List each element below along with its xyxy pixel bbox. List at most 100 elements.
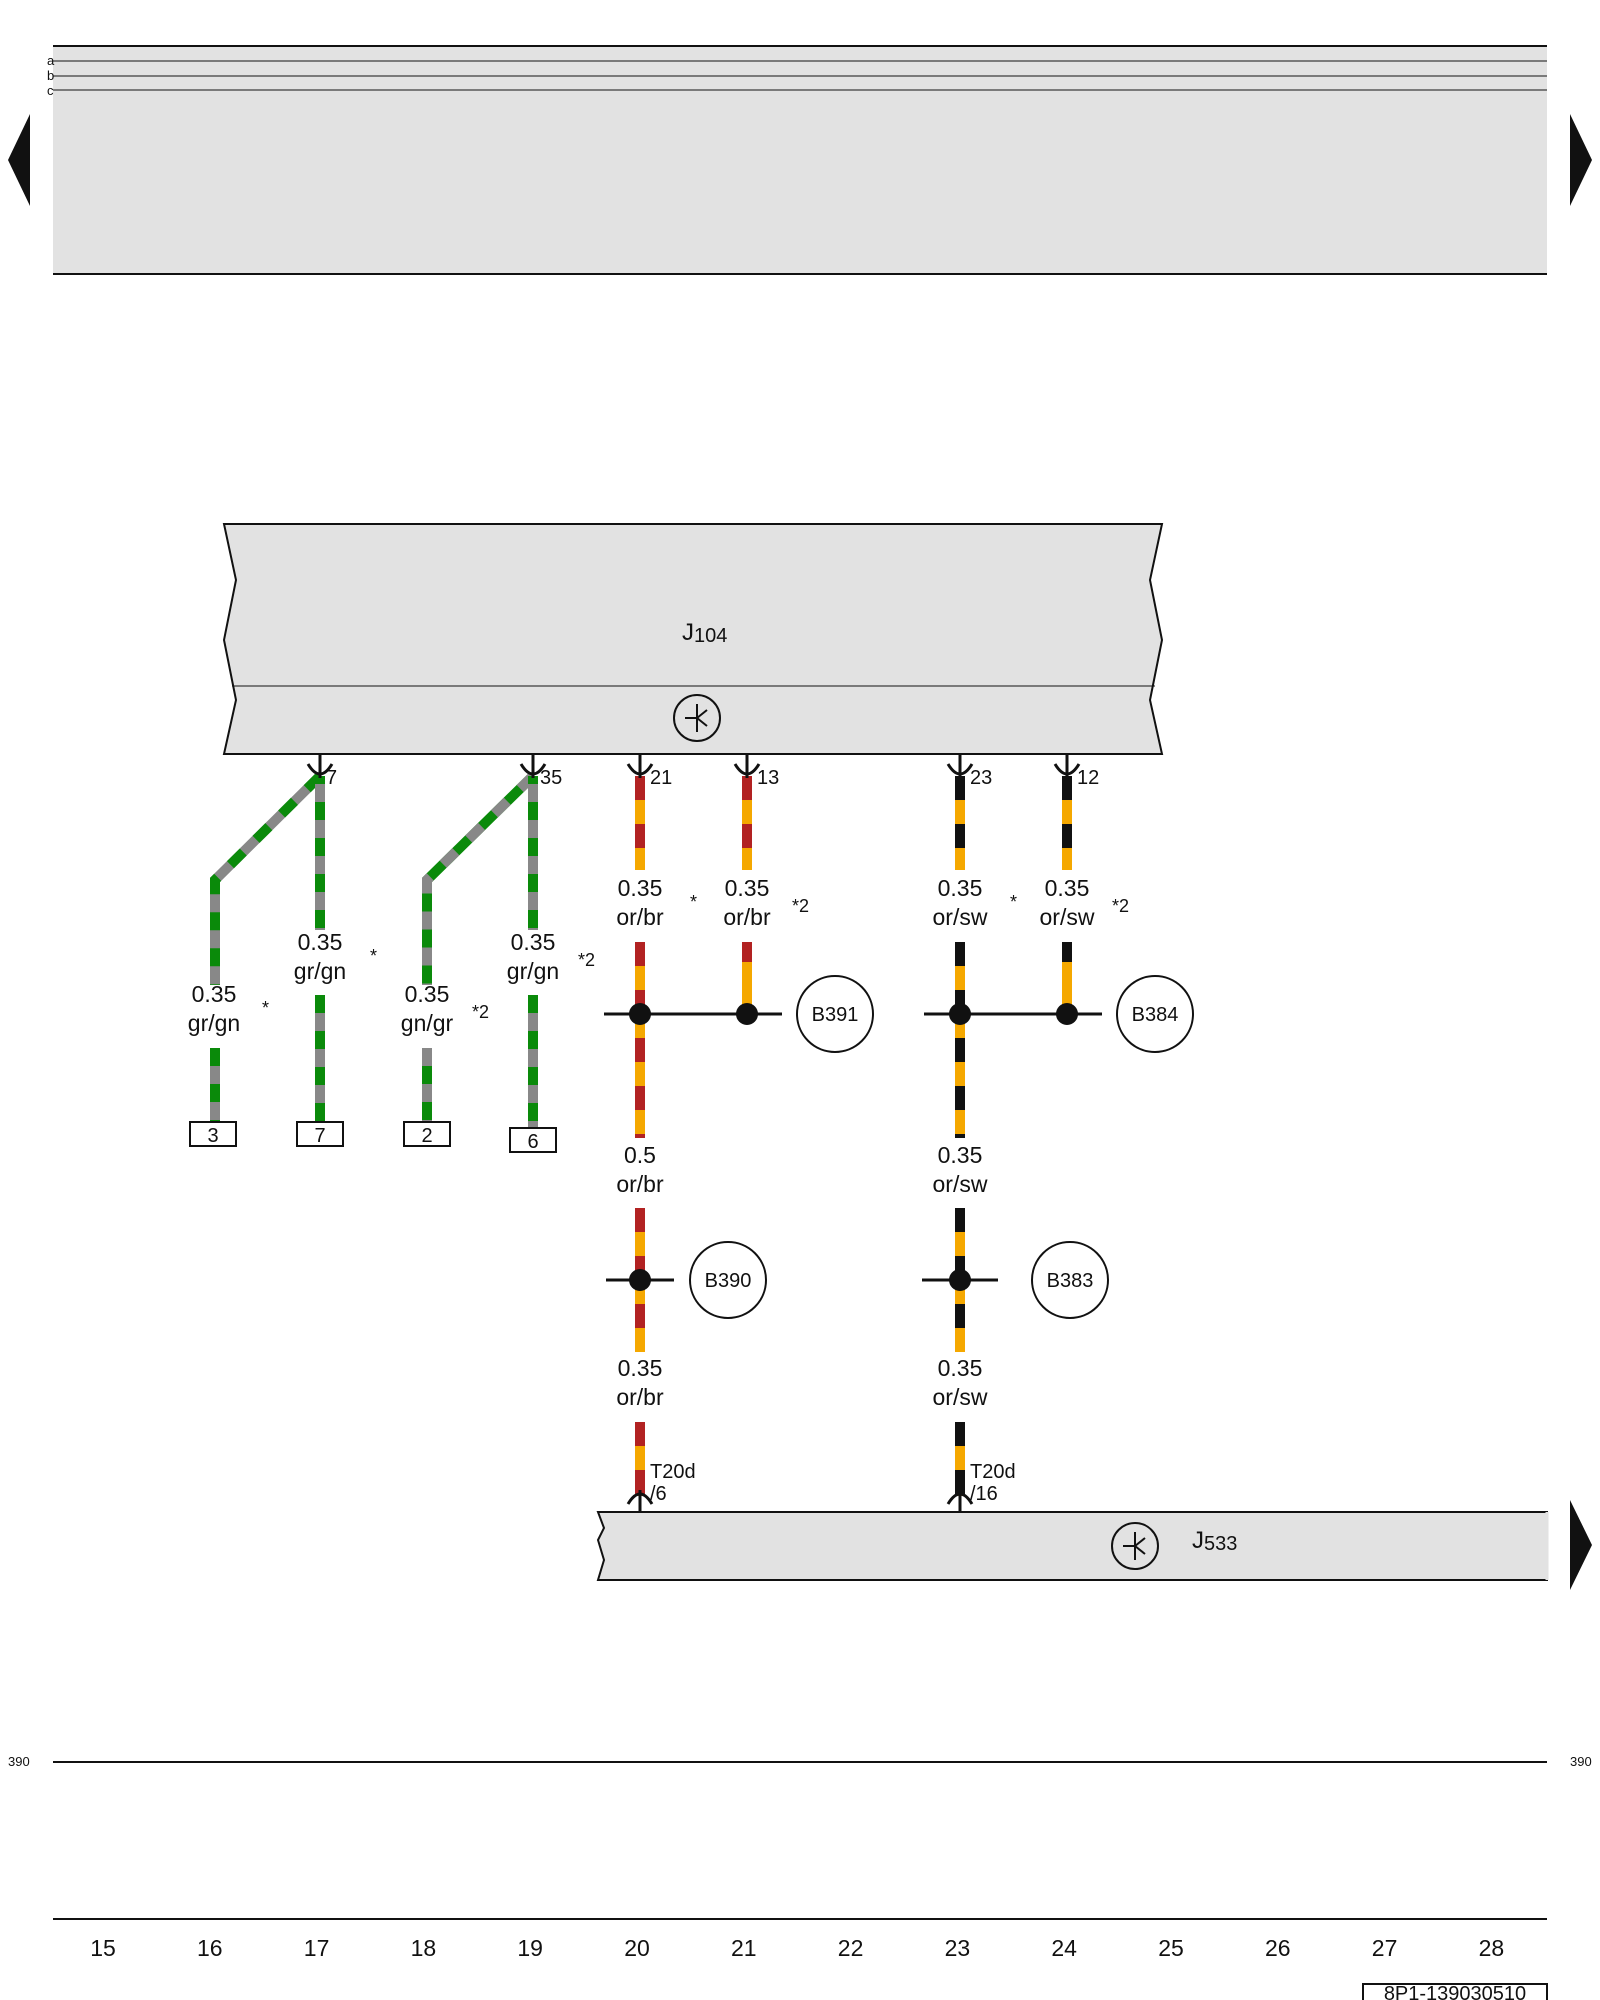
footnote-marker: * — [370, 946, 377, 966]
wire-label-size: 0.35 — [938, 1355, 983, 1381]
header-panel — [53, 46, 1547, 274]
column-number: 20 — [624, 1935, 650, 1961]
footnote-marker: * — [690, 892, 697, 912]
j533-pins: T20d /6 T20d /16 — [626, 1461, 1016, 1512]
pin-label-12: 12 — [1077, 767, 1099, 789]
wire-group-grgn — [210, 772, 538, 1128]
splice-b391[interactable]: B391 — [604, 975, 874, 1053]
splice-b390[interactable]: B390 — [606, 1241, 767, 1319]
connector-boxes: 3 7 2 6 — [189, 1121, 557, 1153]
pin-label-21: 21 — [650, 767, 672, 789]
wire-label-size: 0.35 — [1045, 875, 1090, 901]
connector-7[interactable]: 7 — [296, 1121, 344, 1147]
connector-label: 7 — [314, 1125, 325, 1147]
wire-label-color: gr/gn — [188, 1010, 240, 1036]
column-number: 16 — [197, 1935, 223, 1961]
pin-label-t20d-16-line1: T20d — [970, 1461, 1016, 1483]
pin-symbol-icon — [1053, 754, 1081, 778]
wire-label-color: or/sw — [1040, 904, 1095, 930]
wire-label-size: 0.35 — [298, 929, 343, 955]
pin-symbol-icon — [946, 1490, 974, 1512]
wire-label-color: or/br — [616, 1384, 664, 1410]
wire-label-color: gn/gr — [401, 1010, 454, 1036]
splice-junction-dot — [949, 1003, 971, 1025]
splice-badge — [689, 1241, 767, 1319]
wire-label-size: 0.35 — [725, 875, 770, 901]
splice-label: B391 — [812, 1004, 859, 1026]
column-number: 26 — [1265, 1935, 1291, 1961]
wire-labels: 0.35 gr/gn 0.35 gr/gn 0.35 gn/gr 0.35 gr… — [188, 875, 1095, 1410]
j533-gateway[interactable]: J533 — [596, 1511, 1549, 1581]
column-number: 25 — [1158, 1935, 1184, 1961]
wire-label-color: gr/gn — [507, 958, 559, 984]
splice-junction-dot — [1056, 1003, 1078, 1025]
can-bus-icon — [673, 694, 721, 742]
pin-label-t20d-6-line1: T20d — [650, 1461, 696, 1483]
splice-junction-dot — [629, 1269, 651, 1291]
wire-label-size: 0.35 — [192, 981, 237, 1007]
j533-box — [596, 1511, 1548, 1581]
wire-label-size: 0.35 — [618, 875, 663, 901]
wire-gngr-pin35-to-2-stripe — [422, 772, 537, 985]
wire-label-color: or/sw — [933, 904, 988, 930]
wire-label-color: or/br — [723, 904, 771, 930]
wire-label-size: 0.35 — [511, 929, 556, 955]
pin-symbol-icon — [626, 1490, 654, 1512]
wire-label-size: 0.35 — [405, 981, 450, 1007]
splice-badge — [1031, 1241, 1109, 1319]
continue-right-arrow-icon[interactable] — [1570, 1500, 1592, 1590]
wire-label-color: or/sw — [933, 1171, 988, 1197]
track-label-a: a — [47, 53, 55, 68]
splice-badge — [796, 975, 874, 1053]
wire-label-size: 0.35 — [938, 1142, 983, 1168]
connector-6[interactable]: 6 — [509, 1127, 557, 1153]
column-number: 24 — [1051, 1935, 1077, 1961]
column-number: 17 — [304, 1935, 330, 1961]
splice-b384[interactable]: B384 — [924, 975, 1194, 1053]
wire-label-color: gr/gn — [294, 958, 346, 984]
column-number: 21 — [731, 1935, 757, 1961]
footer-code: 8P1-139030510 — [1384, 1983, 1526, 2000]
column-number: 15 — [90, 1935, 116, 1961]
next-page-arrow-icon[interactable] — [1570, 114, 1592, 206]
pin-symbol-icon — [946, 754, 974, 778]
track-label-c: c — [47, 83, 54, 98]
j104-pins: 7 35 21 13 23 12 — [306, 754, 1099, 789]
footer-code-box — [1362, 1983, 1548, 2000]
splice-junction-dot — [629, 1003, 651, 1025]
pin-label-35: 35 — [540, 767, 562, 789]
j104-label: J104 — [682, 619, 727, 647]
splice-b383[interactable]: B383 — [922, 1241, 1109, 1319]
connector-2[interactable]: 2 — [403, 1121, 451, 1147]
connector-label: 3 — [207, 1125, 218, 1147]
column-number: 23 — [945, 1935, 971, 1961]
connector-3[interactable]: 3 — [189, 1121, 237, 1147]
j104-control-unit[interactable]: J104 — [222, 523, 1164, 755]
wire-label-size: 0.35 — [938, 875, 983, 901]
splice-badge — [1116, 975, 1194, 1053]
page-number-left: 390 — [8, 1754, 30, 1769]
j533-label: J533 — [1192, 1527, 1237, 1555]
wire-label-color: or/br — [616, 1171, 664, 1197]
pin-label-23: 23 — [970, 767, 992, 789]
wire-label-size: 0.5 — [624, 1142, 656, 1168]
connector-label: 2 — [421, 1125, 432, 1147]
previous-page-arrow-icon[interactable] — [8, 114, 30, 206]
splice-junction-dot — [949, 1269, 971, 1291]
can-bus-icon — [1111, 1522, 1159, 1570]
splice-label: B383 — [1047, 1270, 1094, 1292]
column-number: 22 — [838, 1935, 864, 1961]
header-band: a b c — [47, 45, 1547, 275]
footnote-marker: *2 — [578, 950, 595, 970]
pin-label-t20d-6-line2: /6 — [650, 1483, 667, 1505]
wire-label-color: or/sw — [933, 1384, 988, 1410]
pin-symbol-icon — [733, 754, 761, 778]
pin-label-13: 13 — [757, 767, 779, 789]
column-number: 28 — [1479, 1935, 1505, 1961]
footnote-marker: *2 — [1112, 896, 1129, 916]
wire-label-size: 0.35 — [618, 1355, 663, 1381]
j104-box — [222, 523, 1164, 755]
pin-label-t20d-16-line2: /16 — [970, 1483, 998, 1505]
